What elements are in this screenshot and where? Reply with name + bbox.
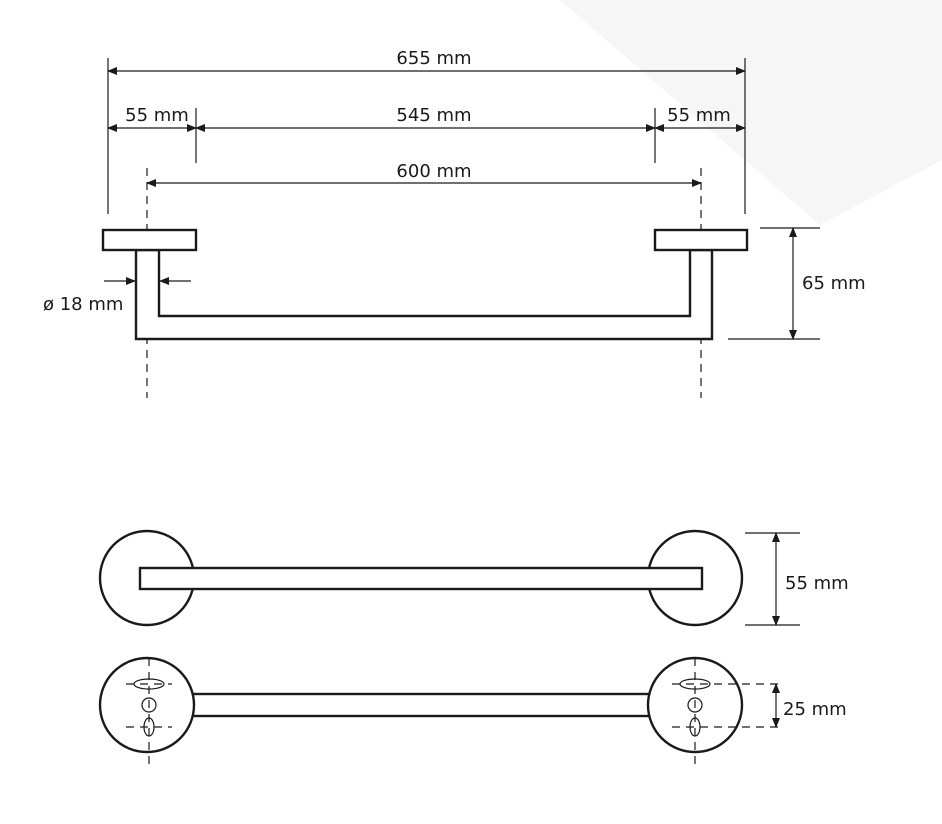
background-shade [560, 0, 942, 225]
towel-bar-top [138, 566, 704, 591]
side-view: 655 mm 55 mm 545 mm 55 mm 600 mm ø 18 mm… [43, 48, 866, 398]
overall-length-label: 655 mm [396, 48, 471, 69]
tube-diameter-label: ø 18 mm [43, 294, 123, 315]
right-flange-label: 55 mm [667, 105, 731, 126]
towel-bar-side-profile [134, 248, 714, 341]
right-bottom-slot [689, 717, 701, 737]
span-label: 545 mm [396, 105, 471, 126]
left-flange [101, 228, 198, 252]
left-mounting-plate [98, 656, 196, 754]
left-keyhole-slot [133, 678, 165, 690]
top-view: 55 mm [98, 529, 849, 627]
left-bottom-slot [143, 717, 155, 737]
mounting-view: 25 mm [98, 656, 847, 765]
hole-spacing-label: 25 mm [783, 699, 847, 720]
depth-label: 65 mm [802, 273, 866, 294]
right-flange [653, 228, 749, 252]
left-center-hole [141, 697, 157, 713]
left-flange-label: 55 mm [125, 105, 189, 126]
right-keyhole-slot [679, 678, 711, 690]
towel-bar-rear [188, 692, 654, 718]
right-center-hole [687, 697, 703, 713]
center-distance-label: 600 mm [396, 161, 471, 182]
rosette-diameter-label: 55 mm [785, 573, 849, 594]
